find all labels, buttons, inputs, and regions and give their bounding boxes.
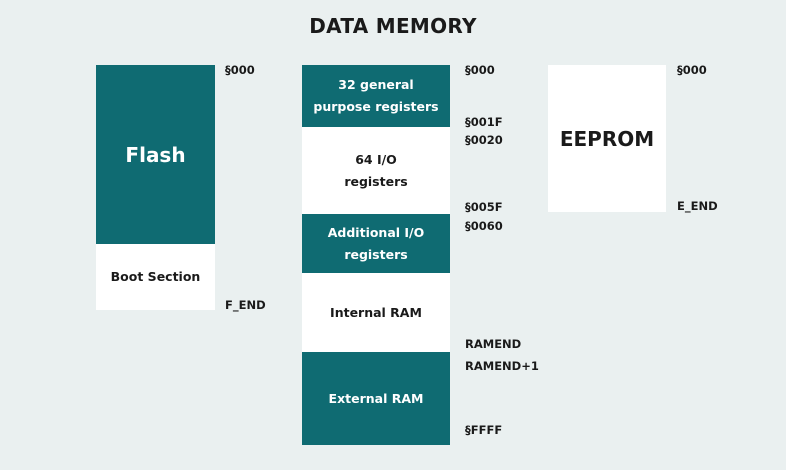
flash-label: Flash: [125, 142, 186, 167]
additional-io-registers-block: Additional I/O registers: [302, 214, 450, 273]
eeprom-end-address: E_END: [677, 199, 718, 213]
dm-address-001f: §001F: [465, 115, 503, 129]
eeprom-block: EEPROM: [548, 65, 666, 212]
dm-address-ramend: RAMEND: [465, 337, 522, 351]
flash-start-address: §000: [225, 63, 255, 77]
dm-address-0020: §0020: [465, 133, 503, 147]
io-registers-label: 64 I/O registers: [344, 151, 408, 189]
diagram-title: DATA MEMORY: [309, 14, 477, 38]
dm-address-0060: §0060: [465, 219, 503, 233]
general-purpose-registers-label: 32 general purpose registers: [313, 77, 439, 114]
dm-address-005f: §005F: [465, 200, 503, 214]
internal-ram-block: Internal RAM: [302, 273, 450, 352]
boot-section-block: Boot Section: [96, 244, 215, 310]
external-ram-label: External RAM: [328, 390, 424, 406]
boot-section-label: Boot Section: [110, 269, 201, 284]
flash-block: Flash: [96, 65, 215, 244]
eeprom-label: EEPROM: [559, 126, 655, 151]
dm-address-ramend-plus-1: RAMEND+1: [465, 359, 539, 373]
flash-end-address: F_END: [225, 298, 266, 312]
internal-ram-label: Internal RAM: [330, 304, 422, 320]
dm-address-ffff: §FFFF: [465, 423, 503, 437]
io-registers-block: 64 I/O registers: [302, 127, 450, 214]
eeprom-start-address: §000: [677, 63, 707, 77]
external-ram-block: External RAM: [302, 352, 450, 445]
general-purpose-registers-block: 32 general purpose registers: [302, 65, 450, 127]
dm-address-0000: §000: [465, 63, 495, 77]
additional-io-registers-label: Additional I/O registers: [327, 224, 425, 262]
